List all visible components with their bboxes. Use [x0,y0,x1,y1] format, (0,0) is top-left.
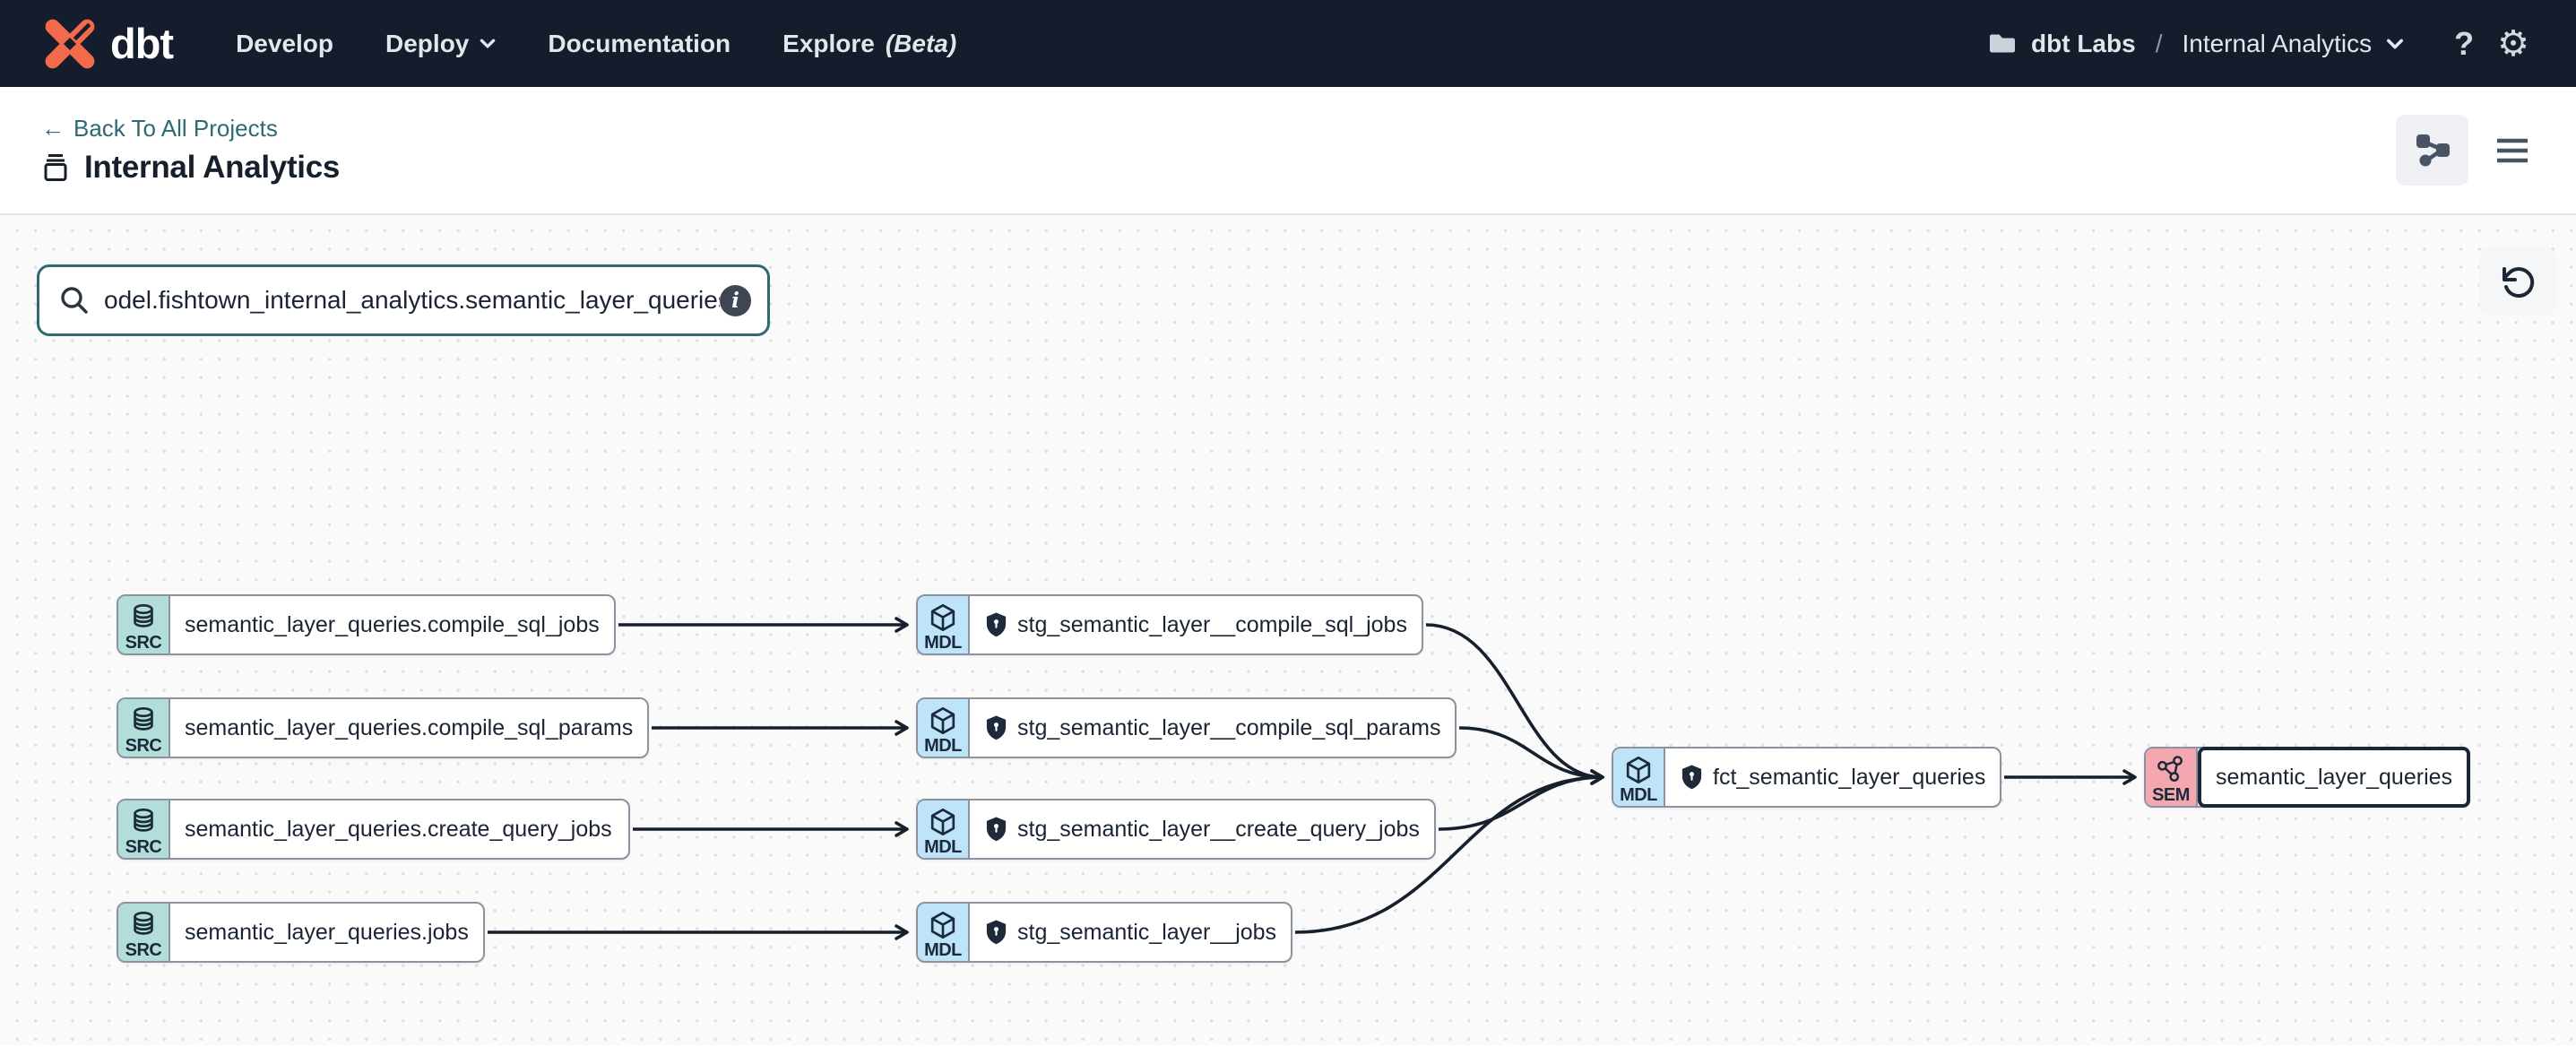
lineage-node-stg_compile_sql_params[interactable]: MDL stg_semantic_layer__compile_sql_para… [916,697,1457,758]
node-type-badge: MDL [918,596,970,653]
node-type-label: SEM [2152,784,2190,805]
shield-icon [984,919,1008,946]
dbt-logo-icon [45,19,95,68]
cube-icon [930,808,955,835]
search-icon [61,287,88,314]
lineage-node-src_jobs[interactable]: SRC semantic_layer_queries.jobs [117,902,485,963]
node-type-badge: SRC [118,596,170,653]
project-icon [44,154,67,181]
project-name: Internal Analytics [2182,29,2373,57]
node-label: semantic_layer_queries.compile_sql_jobs [185,611,600,637]
shield-icon [984,714,1008,741]
cube-icon [930,603,955,631]
node-label: fct_semantic_layer_queries [1713,764,1986,790]
node-type-label: SRC [125,632,162,653]
main-nav: Develop Deploy Documentation Explore (Be… [236,30,956,58]
search-input[interactable]: odel.fishtown_internal_analytics.semanti… [104,286,720,314]
cube-icon [930,911,955,939]
info-icon[interactable]: i [720,284,751,316]
back-to-projects-link[interactable]: ← Back To All Projects [41,115,278,142]
lineage-node-stg_create_query_jobs[interactable]: MDL stg_semantic_layer__create_query_job… [916,799,1436,860]
node-label: semantic_layer_queries.create_query_jobs [185,816,612,842]
node-type-badge: SRC [118,699,170,757]
node-label: stg_semantic_layer__create_query_jobs [1017,816,1420,842]
lineage-node-src_compile_sql_params[interactable]: SRC semantic_layer_queries.compile_sql_p… [117,697,650,758]
project-header: ← Back To All Projects Internal Analytic… [0,87,2576,215]
beta-tag: (Beta) [885,29,957,57]
shield-icon [984,816,1008,843]
hamburger-icon [2497,138,2528,162]
dbt-logo-text: dbt [110,20,174,67]
chevron-down-icon [480,39,496,48]
lineage-edges [488,617,2137,940]
reset-view-button[interactable] [2479,247,2556,316]
database-icon [134,706,153,731]
lineage-node-src_create_query_jobs[interactable]: SRC semantic_layer_queries.create_query_… [117,799,630,860]
nav-explore[interactable]: Explore (Beta) [782,29,957,57]
shield-icon [984,611,1008,638]
menu-button[interactable] [2495,137,2529,164]
node-type-badge: MDL [918,800,970,858]
node-type-label: MDL [924,632,962,653]
gear-icon[interactable]: ⚙ [2497,23,2529,64]
node-type-label: SRC [125,836,162,857]
node-label: semantic_layer_queries [2216,764,2453,790]
folder-icon [1990,34,2016,53]
node-label: semantic_layer_queries.jobs [185,919,469,945]
database-icon [134,603,153,627]
cube-icon [930,706,955,734]
lineage-view-button[interactable] [2396,115,2468,186]
node-type-badge: SRC [118,904,170,961]
dbt-logo[interactable]: dbt [42,18,174,70]
chevron-down-icon [2387,39,2404,48]
node-type-badge: MDL [918,699,970,757]
nav-develop[interactable]: Develop [236,29,334,57]
node-type-badge: SRC [118,800,170,858]
lineage-node-src_compile_sql_jobs[interactable]: SRC semantic_layer_queries.compile_sql_j… [117,594,616,655]
database-icon [134,911,153,935]
node-label: stg_semantic_layer__jobs [1017,919,1277,945]
node-type-label: SRC [125,939,162,960]
cube-icon [1626,756,1651,783]
node-type-badge: MDL [1613,748,1665,806]
node-type-label: SRC [125,735,162,756]
org-name: dbt Labs [2031,29,2136,57]
semantic-model-icon [2157,755,2183,782]
lineage-search-box[interactable]: odel.fishtown_internal_analytics.semanti… [37,264,770,336]
node-label: stg_semantic_layer__compile_sql_params [1017,714,1441,740]
node-type-badge: SEM [2146,748,2198,806]
lineage-node-fct_semantic_layer_queries[interactable]: MDL fct_semantic_layer_queries [1612,747,2002,808]
page-title: Internal Analytics [84,150,341,185]
left-arrow-icon: ← [41,115,65,142]
database-icon [134,808,153,832]
node-type-badge: MDL [918,904,970,961]
node-type-label: MDL [924,836,962,857]
lineage-node-semantic_layer_queries[interactable]: SEM semantic_layer_queries [2144,747,2471,808]
help-icon[interactable]: ? [2454,24,2475,62]
lineage-canvas[interactable]: SRC semantic_layer_queries.compile_sql_j… [0,215,2576,1045]
node-label: stg_semantic_layer__compile_sql_jobs [1017,611,1407,637]
breadcrumb-separator: / [2155,29,2163,57]
lineage-node-stg_compile_sql_jobs[interactable]: MDL stg_semantic_layer__compile_sql_jobs [916,594,1423,655]
account-switcher[interactable]: dbt Labs / Internal Analytics [1988,30,2404,58]
top-nav-bar: dbt Develop Deploy Documentation Explore… [0,0,2576,87]
node-label: semantic_layer_queries.compile_sql_param… [185,714,634,740]
nav-documentation[interactable]: Documentation [548,29,731,57]
rotate-ccw-icon [2503,267,2535,299]
node-type-label: MDL [924,735,962,756]
node-type-label: MDL [1620,784,1657,805]
lineage-node-stg_jobs[interactable]: MDL stg_semantic_layer__jobs [916,902,1293,963]
node-type-label: MDL [924,939,962,960]
nav-deploy[interactable]: Deploy [385,30,496,58]
lineage-icon [2416,134,2450,166]
shield-icon [1680,764,1704,791]
